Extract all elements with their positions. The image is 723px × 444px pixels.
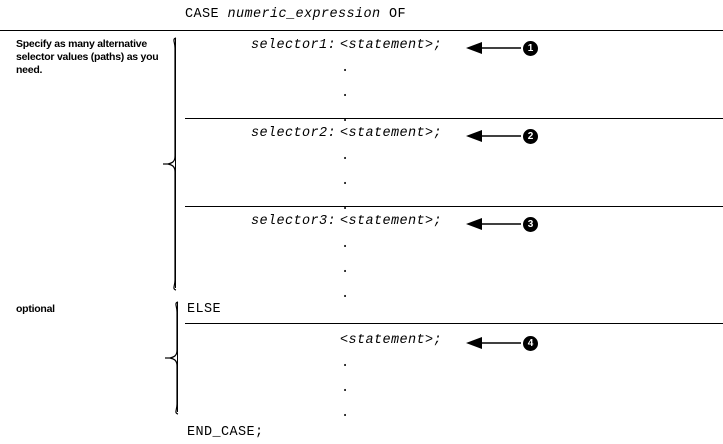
selector3-statement: <statement>; (340, 214, 443, 229)
selector1-label: selector1: (251, 38, 337, 53)
arrow-left-icon (466, 42, 521, 54)
of-keyword: OF (380, 7, 407, 22)
selector-group-brace (163, 37, 177, 291)
case-keyword: CASE (185, 7, 228, 22)
else-group-brace (165, 301, 179, 415)
arrow-left-icon (466, 218, 521, 230)
callout-number-3: 3 (523, 216, 538, 232)
optional-note: optional (16, 303, 55, 315)
end-case-keyword: END_CASE; (187, 425, 264, 440)
callout-4: 4 (466, 335, 538, 351)
case-expression: numeric_expression (227, 7, 381, 22)
rule-after-block-1 (185, 118, 723, 119)
rule-after-else-keyword (185, 323, 723, 324)
selector3-label: selector3: (251, 214, 337, 229)
case-header-line: CASE numeric_expression OF (185, 7, 406, 23)
selector-note: Specify as many alternative selector val… (16, 38, 159, 76)
selector2-statement: <statement>; (340, 126, 443, 141)
selector2-ellipsis: . . . (341, 149, 350, 214)
callout-number-4: 4 (523, 335, 538, 351)
rule-after-block-2 (185, 206, 723, 207)
selector-group-brace-stem (175, 38, 176, 288)
selector1-ellipsis: . . . (341, 61, 350, 126)
else-keyword: ELSE (187, 302, 222, 317)
selector3-ellipsis: . . . (341, 237, 350, 302)
callout-number-1: 1 (523, 40, 538, 56)
arrow-left-icon (466, 130, 521, 142)
else-group-brace-stem (177, 302, 178, 412)
selector2-label: selector2: (251, 126, 337, 141)
selector1-statement: <statement>; (340, 38, 443, 53)
callout-2: 2 (466, 128, 538, 144)
callout-1: 1 (466, 40, 538, 56)
callout-number-2: 2 (523, 128, 538, 144)
callout-3: 3 (466, 216, 538, 232)
arrow-left-icon (466, 337, 521, 349)
rule-top (0, 30, 723, 31)
else-statement: <statement>; (340, 333, 443, 348)
else-ellipsis: . . . (341, 356, 350, 421)
